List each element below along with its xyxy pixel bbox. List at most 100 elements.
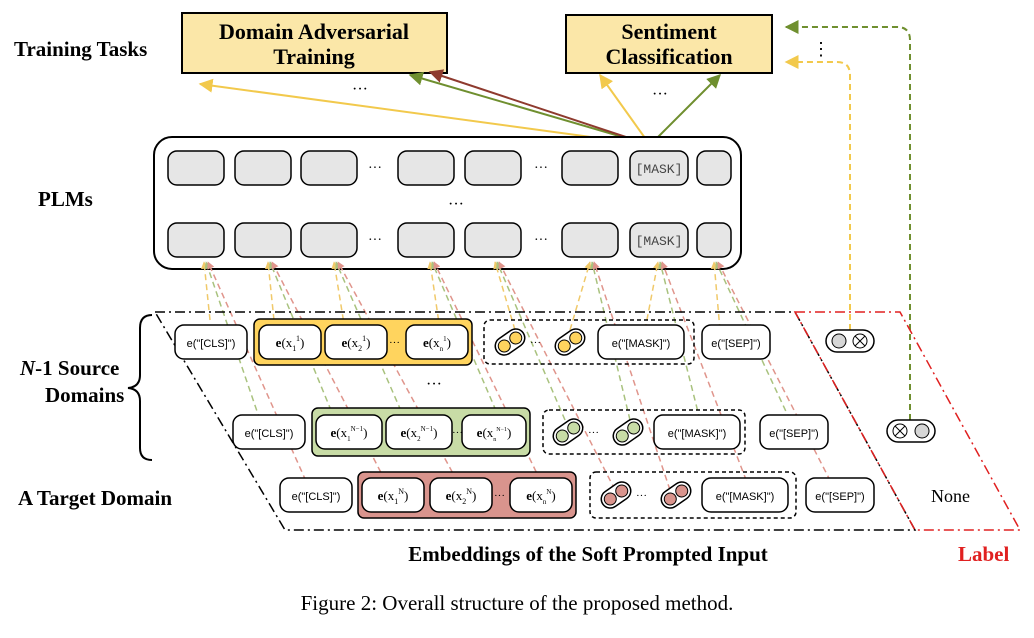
- plm-node: [234, 150, 292, 186]
- target-token-embedding: [509, 477, 573, 513]
- sentiment-classification-box: [565, 14, 773, 74]
- plm-vertical-ellipsis: ···: [448, 196, 464, 213]
- target-token-embedding: [361, 477, 425, 513]
- cls-embedding: [279, 477, 353, 513]
- embeddings-title: Embeddings of the Soft Prompted Input: [408, 542, 768, 566]
- plm-mask-node: [629, 150, 689, 186]
- mask-embedding: [597, 324, 685, 360]
- mask-embedding: [653, 414, 741, 450]
- label-arrow-green: [784, 20, 911, 420]
- plm-ellipsis: ···: [368, 233, 382, 248]
- source-n1-token-embedding: [461, 414, 527, 450]
- soft-prompt-group: [483, 319, 695, 365]
- sep-embedding: [805, 477, 875, 513]
- sentiment-line2: Classification: [605, 44, 732, 69]
- cls-embedding-text: e("[CLS]"): [245, 428, 294, 440]
- mask-embedding: [701, 477, 789, 513]
- cls-embedding-text: e("[CLS]"): [292, 491, 341, 503]
- soft-prompt-ellipsis: ···: [588, 427, 599, 439]
- plm-top-row: ··· ··· [MASK]: [167, 150, 732, 186]
- tasks-ellipsis-1: ···: [352, 81, 368, 98]
- plm-mask-token: [MASK]: [636, 162, 683, 177]
- sep-embedding-text: e("[SEP]"): [815, 491, 864, 503]
- soft-prompt-ellipsis: ···: [530, 337, 541, 349]
- plm-ellipsis: ···: [368, 161, 382, 176]
- target-domain-label: A Target Domain: [18, 486, 172, 510]
- plm-node: [464, 150, 522, 186]
- plm-mask-token: [MASK]: [636, 234, 683, 249]
- soft-prompt-token: [660, 481, 692, 509]
- soft-prompt-token: [600, 481, 632, 509]
- source-1-token-embedding: [405, 324, 469, 360]
- target-domain-row: e("[CLS]") e(x1N) e(x2N) ··· e(xnN) ··· …: [279, 471, 875, 519]
- label-none-text: None: [931, 486, 970, 506]
- label-title: Label: [958, 542, 1010, 566]
- cls-embedding: [232, 414, 306, 450]
- task-arrows: [198, 69, 721, 146]
- source-domains-label: N-1 Source: [19, 356, 119, 380]
- mask-embedding-text: e("[MASK]"): [612, 338, 671, 350]
- source-1-token-embedding: [324, 324, 388, 360]
- sep-embedding: [759, 414, 829, 450]
- soft-prompt-group: [542, 409, 746, 455]
- cls-embedding: [174, 324, 248, 360]
- label-filled-circle: [914, 423, 930, 439]
- source-1-token-embedding: [258, 324, 322, 360]
- plm-node: [561, 222, 619, 258]
- plm-node: [561, 150, 619, 186]
- source-n1-token-embedding: [385, 414, 453, 450]
- plm-node: [300, 222, 358, 258]
- mask-embedding-text: e("[MASK]"): [668, 428, 727, 440]
- soft-prompt-token: [552, 418, 584, 446]
- source-n1-token-embedding: [315, 414, 383, 450]
- training-tasks-label: Training Tasks: [14, 37, 147, 61]
- source-rows-ellipsis: ···: [426, 376, 442, 393]
- domain-adversarial-line2: Training: [273, 44, 355, 69]
- plm-node: [397, 222, 455, 258]
- source-domain-n1-row: e("[CLS]") e(x1N−1) e(x2N−1) ··· e(xnN−1…: [232, 407, 829, 457]
- tasks-ellipsis-2: ···: [652, 86, 668, 103]
- embeddings-frame: [153, 311, 917, 531]
- plm-ellipsis: ···: [534, 161, 548, 176]
- label-frame: [793, 311, 1022, 531]
- mask-embedding-text: e("[MASK]"): [716, 491, 775, 503]
- soft-prompt-group: [589, 471, 797, 519]
- plm-node: [300, 150, 358, 186]
- plm-ellipsis: ···: [534, 233, 548, 248]
- label-filled-circle: [831, 333, 847, 349]
- soft-prompt-token: [612, 418, 644, 446]
- sep-embedding-text: e("[SEP]"): [769, 428, 818, 440]
- plm-node: [167, 150, 225, 186]
- source-1-ellipsis: ···: [389, 337, 400, 349]
- plm-node: [696, 222, 732, 258]
- plm-node: [397, 150, 455, 186]
- plms-label: PLMs: [38, 187, 93, 211]
- label-arrow-yellow: [784, 55, 851, 330]
- domain-adversarial-line1: Domain Adversarial: [219, 19, 409, 44]
- plm-node: [167, 222, 225, 258]
- source-domains-n: N: [19, 356, 36, 380]
- plm-node: [234, 222, 292, 258]
- soft-prompt-token: [494, 328, 526, 356]
- soft-prompt-token: [554, 328, 586, 356]
- plm-bottom-row: ··· ··· [MASK]: [167, 222, 732, 258]
- sep-embedding-text: e("[SEP]"): [711, 338, 760, 350]
- source-domains-rest: -1 Source: [35, 356, 119, 380]
- cls-embedding-text: e("[CLS]"): [187, 338, 236, 350]
- sep-embedding: [701, 324, 771, 360]
- target-ellipsis: ···: [494, 490, 505, 502]
- figure-caption: Figure 2: Overall structure of the propo…: [301, 591, 734, 615]
- plm-node: [696, 150, 732, 186]
- soft-prompt-ellipsis: ···: [636, 490, 647, 502]
- label-token-positive: [825, 329, 875, 353]
- plm-node: [464, 222, 522, 258]
- source-domains-label-line2: Domains: [45, 383, 124, 407]
- source-domains-brace: [127, 314, 153, 461]
- target-token-embedding: [429, 477, 493, 513]
- label-token-negative: [886, 419, 936, 443]
- domain-adversarial-box: [181, 12, 448, 74]
- label-vertical-ellipsis: ⋮: [812, 39, 830, 59]
- source-n1-ellipsis: ···: [452, 427, 463, 439]
